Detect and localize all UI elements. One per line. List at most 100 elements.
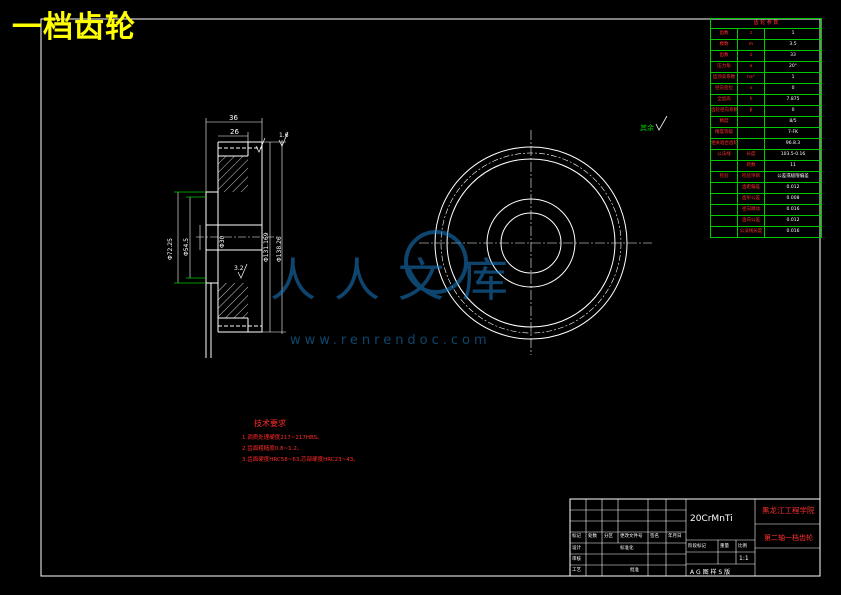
- param-value: 33: [790, 53, 796, 58]
- title-block-part-name: 第二轴一档齿轮: [764, 534, 813, 542]
- param-symbol: h: [738, 95, 765, 105]
- param-value: 3.5: [789, 42, 797, 47]
- title-block-material: 20CrMnTi: [690, 514, 733, 524]
- param-value: 0: [791, 108, 795, 113]
- title-block-row-label: 标记: [572, 534, 581, 539]
- dim-dia-main: Φ131.169: [263, 232, 270, 262]
- param-value: 7.875: [786, 97, 800, 102]
- page-title: 一档齿轮: [12, 10, 136, 45]
- param-name: 齿轮径向系数: [711, 106, 738, 116]
- roughness-symbol-icon: [278, 131, 289, 147]
- dim-dia-bore: Φ30: [219, 235, 226, 248]
- param-value: 103.5-0.16: [780, 152, 806, 157]
- param-name: [711, 161, 738, 171]
- param-value: 0.012: [786, 185, 800, 190]
- title-block-col-label: 签名: [650, 534, 659, 539]
- title-block-col-label: 分区: [604, 534, 613, 539]
- dimension-leaders: [174, 191, 206, 284]
- title-block-col-label: 更改文件号: [620, 534, 643, 539]
- table-row: 检验检验项目 公差或极限偏差: [711, 172, 821, 183]
- title-block-row-label: 设计: [572, 546, 581, 551]
- title-block-scale: 1:1: [739, 555, 749, 562]
- param-value: 0.008: [786, 196, 800, 201]
- param-name: 精度等级: [711, 128, 738, 138]
- title-block-grid: [569, 498, 821, 577]
- param-value: 0.012: [786, 218, 800, 223]
- table-row: 径向跳动 0.016: [711, 205, 821, 216]
- param-name: 压力角: [711, 62, 738, 72]
- dim-width-26: 26: [230, 128, 239, 136]
- param-symbol: 径向跳动: [738, 205, 765, 215]
- title-block-row-label: 审核: [572, 557, 581, 562]
- dim-width-36: 36: [229, 114, 238, 122]
- param-symbol: m: [738, 40, 765, 50]
- param-symbol: [738, 117, 765, 127]
- watermark-brand: 人人文库: [270, 253, 526, 307]
- param-name: [711, 194, 738, 204]
- param-value: 8/5: [789, 119, 797, 124]
- table-row: 齿距偏差 0.012: [711, 183, 821, 194]
- section-hatch-upper: [218, 156, 248, 192]
- param-symbol: z: [738, 29, 765, 39]
- title-block-col-label: 年月日: [668, 534, 682, 539]
- param-name: [711, 227, 738, 237]
- param-value: 7-FK: [787, 130, 799, 135]
- note-line: 1.调质处理硬度217~217HBS。: [242, 435, 323, 441]
- param-symbol: z: [738, 51, 765, 61]
- title-block-school: 黑龙江工程学院: [762, 506, 815, 515]
- dim-finish-small: 3.2: [234, 265, 244, 272]
- title-block-row-label: 工艺: [572, 568, 581, 573]
- param-table-heading: 齿 轮 参 数: [711, 19, 821, 29]
- param-value: 0: [791, 86, 795, 91]
- param-symbol: α: [738, 62, 765, 72]
- param-name: [711, 183, 738, 193]
- param-symbol: 检验项目: [738, 172, 765, 182]
- param-value: 96.8.3: [785, 141, 801, 146]
- title-block-approve: 批准: [630, 568, 639, 573]
- roughness-note: 其余: [640, 123, 654, 132]
- title-block-col-label: 处数: [588, 534, 597, 539]
- param-name: [711, 205, 738, 215]
- dim-dia-hub: Φ54.5: [183, 238, 190, 256]
- param-name: 齿数: [711, 51, 738, 61]
- param-value: 0.016: [786, 207, 800, 212]
- gear-front-view: [419, 130, 652, 355]
- param-value: 11: [790, 163, 796, 168]
- title-block-standard: 标准化: [620, 546, 634, 551]
- param-value: 0.016: [786, 229, 800, 234]
- param-value: 1: [791, 75, 795, 80]
- dim-chamfer: 1.6: [279, 132, 289, 139]
- param-name: 全齿高: [711, 95, 738, 105]
- param-value: 公差或极限偏差: [777, 174, 809, 179]
- param-symbol: ha*: [738, 73, 765, 83]
- param-value: 1: [791, 31, 795, 36]
- roughness-symbol-icon: [655, 115, 668, 131]
- technical-notes: 技术要求 1.调质处理硬度217~217HBS。 2.齿面粗糙度0.8~1.2。…: [242, 418, 359, 466]
- param-name: [711, 216, 738, 226]
- param-symbol: 齿距偏差: [738, 183, 765, 193]
- title-block-right-label: 阶段标记: [688, 544, 706, 549]
- param-name: 齿顶高系数: [711, 73, 738, 83]
- watermark-url: www.renrendoc.com: [290, 333, 491, 348]
- watermark-logo: 人人文库 www.renrendoc.com: [270, 230, 526, 348]
- param-symbol: [738, 128, 765, 138]
- drawing-border: [40, 18, 821, 577]
- param-name: 检验: [711, 172, 738, 182]
- param-symbol: 齿向公差: [738, 216, 765, 226]
- dim-dia-outer: Φ138.26: [276, 236, 283, 262]
- param-symbol: 长度: [738, 150, 765, 160]
- table-row: 齿向公差 0.012: [711, 216, 821, 227]
- title-block-right-label: 比例: [738, 544, 747, 549]
